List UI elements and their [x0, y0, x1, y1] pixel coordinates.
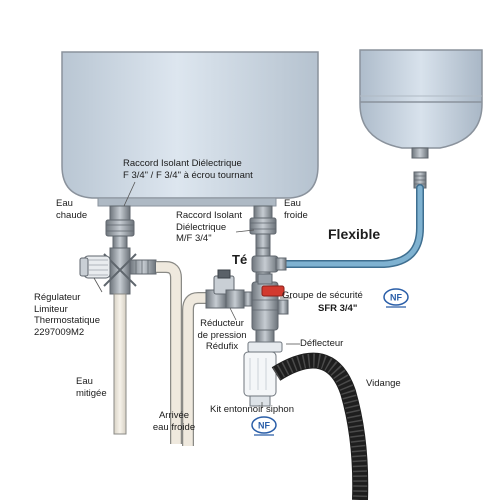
thermostatic-mixing-valve [79, 247, 157, 295]
funnel-siphon-kit [243, 341, 283, 407]
leader-lines [93, 181, 300, 408]
label-vidange: Vidange [366, 378, 401, 389]
label-sfr: SFR 3/4" [318, 303, 358, 314]
label-flexible: Flexible [328, 226, 381, 242]
label-kit-entonnoir: Kit entonnoir siphon [210, 404, 294, 415]
label-regulateur: Régulateur Limiteur Thermostatique 22970… [34, 292, 101, 338]
label-raccord-dielectrique-mf: Raccord Isolant Diélectrique M/F 3/4" [176, 210, 243, 244]
label-reducteur: Réducteur de pression Rédufix [197, 318, 247, 352]
label-te: Té [232, 252, 248, 267]
label-arrivee-eau-froide: Arrivée eau froide [152, 410, 196, 433]
nf-certification-badge-kit: NF [251, 416, 277, 436]
cold-water-dielectric-union [249, 205, 277, 249]
label-eau-froide: Eau froide [284, 198, 308, 221]
hot-water-dielectric-union [105, 205, 135, 249]
label-eau-chaude: Eau chaude [56, 198, 88, 221]
expansion-vessel [359, 49, 483, 189]
label-deflecteur: Déflecteur [300, 338, 344, 349]
mixed-water-pipe [113, 293, 127, 435]
label-groupe-securite: Groupe de sécurité [282, 290, 363, 301]
pressure-reducer [205, 269, 253, 309]
safety-group [251, 273, 289, 343]
nf-badge-text: NF [390, 293, 402, 303]
nf-certification-badge: NF [383, 288, 409, 308]
water-heater-tank [61, 51, 319, 207]
label-eau-mitigee: Eau mitigée [76, 376, 107, 399]
label-raccord-dielectrique-ecrou: Raccord Isolant Diélectrique F 3/4" / F … [123, 158, 253, 181]
nf-badge-text-kit: NF [258, 421, 270, 431]
